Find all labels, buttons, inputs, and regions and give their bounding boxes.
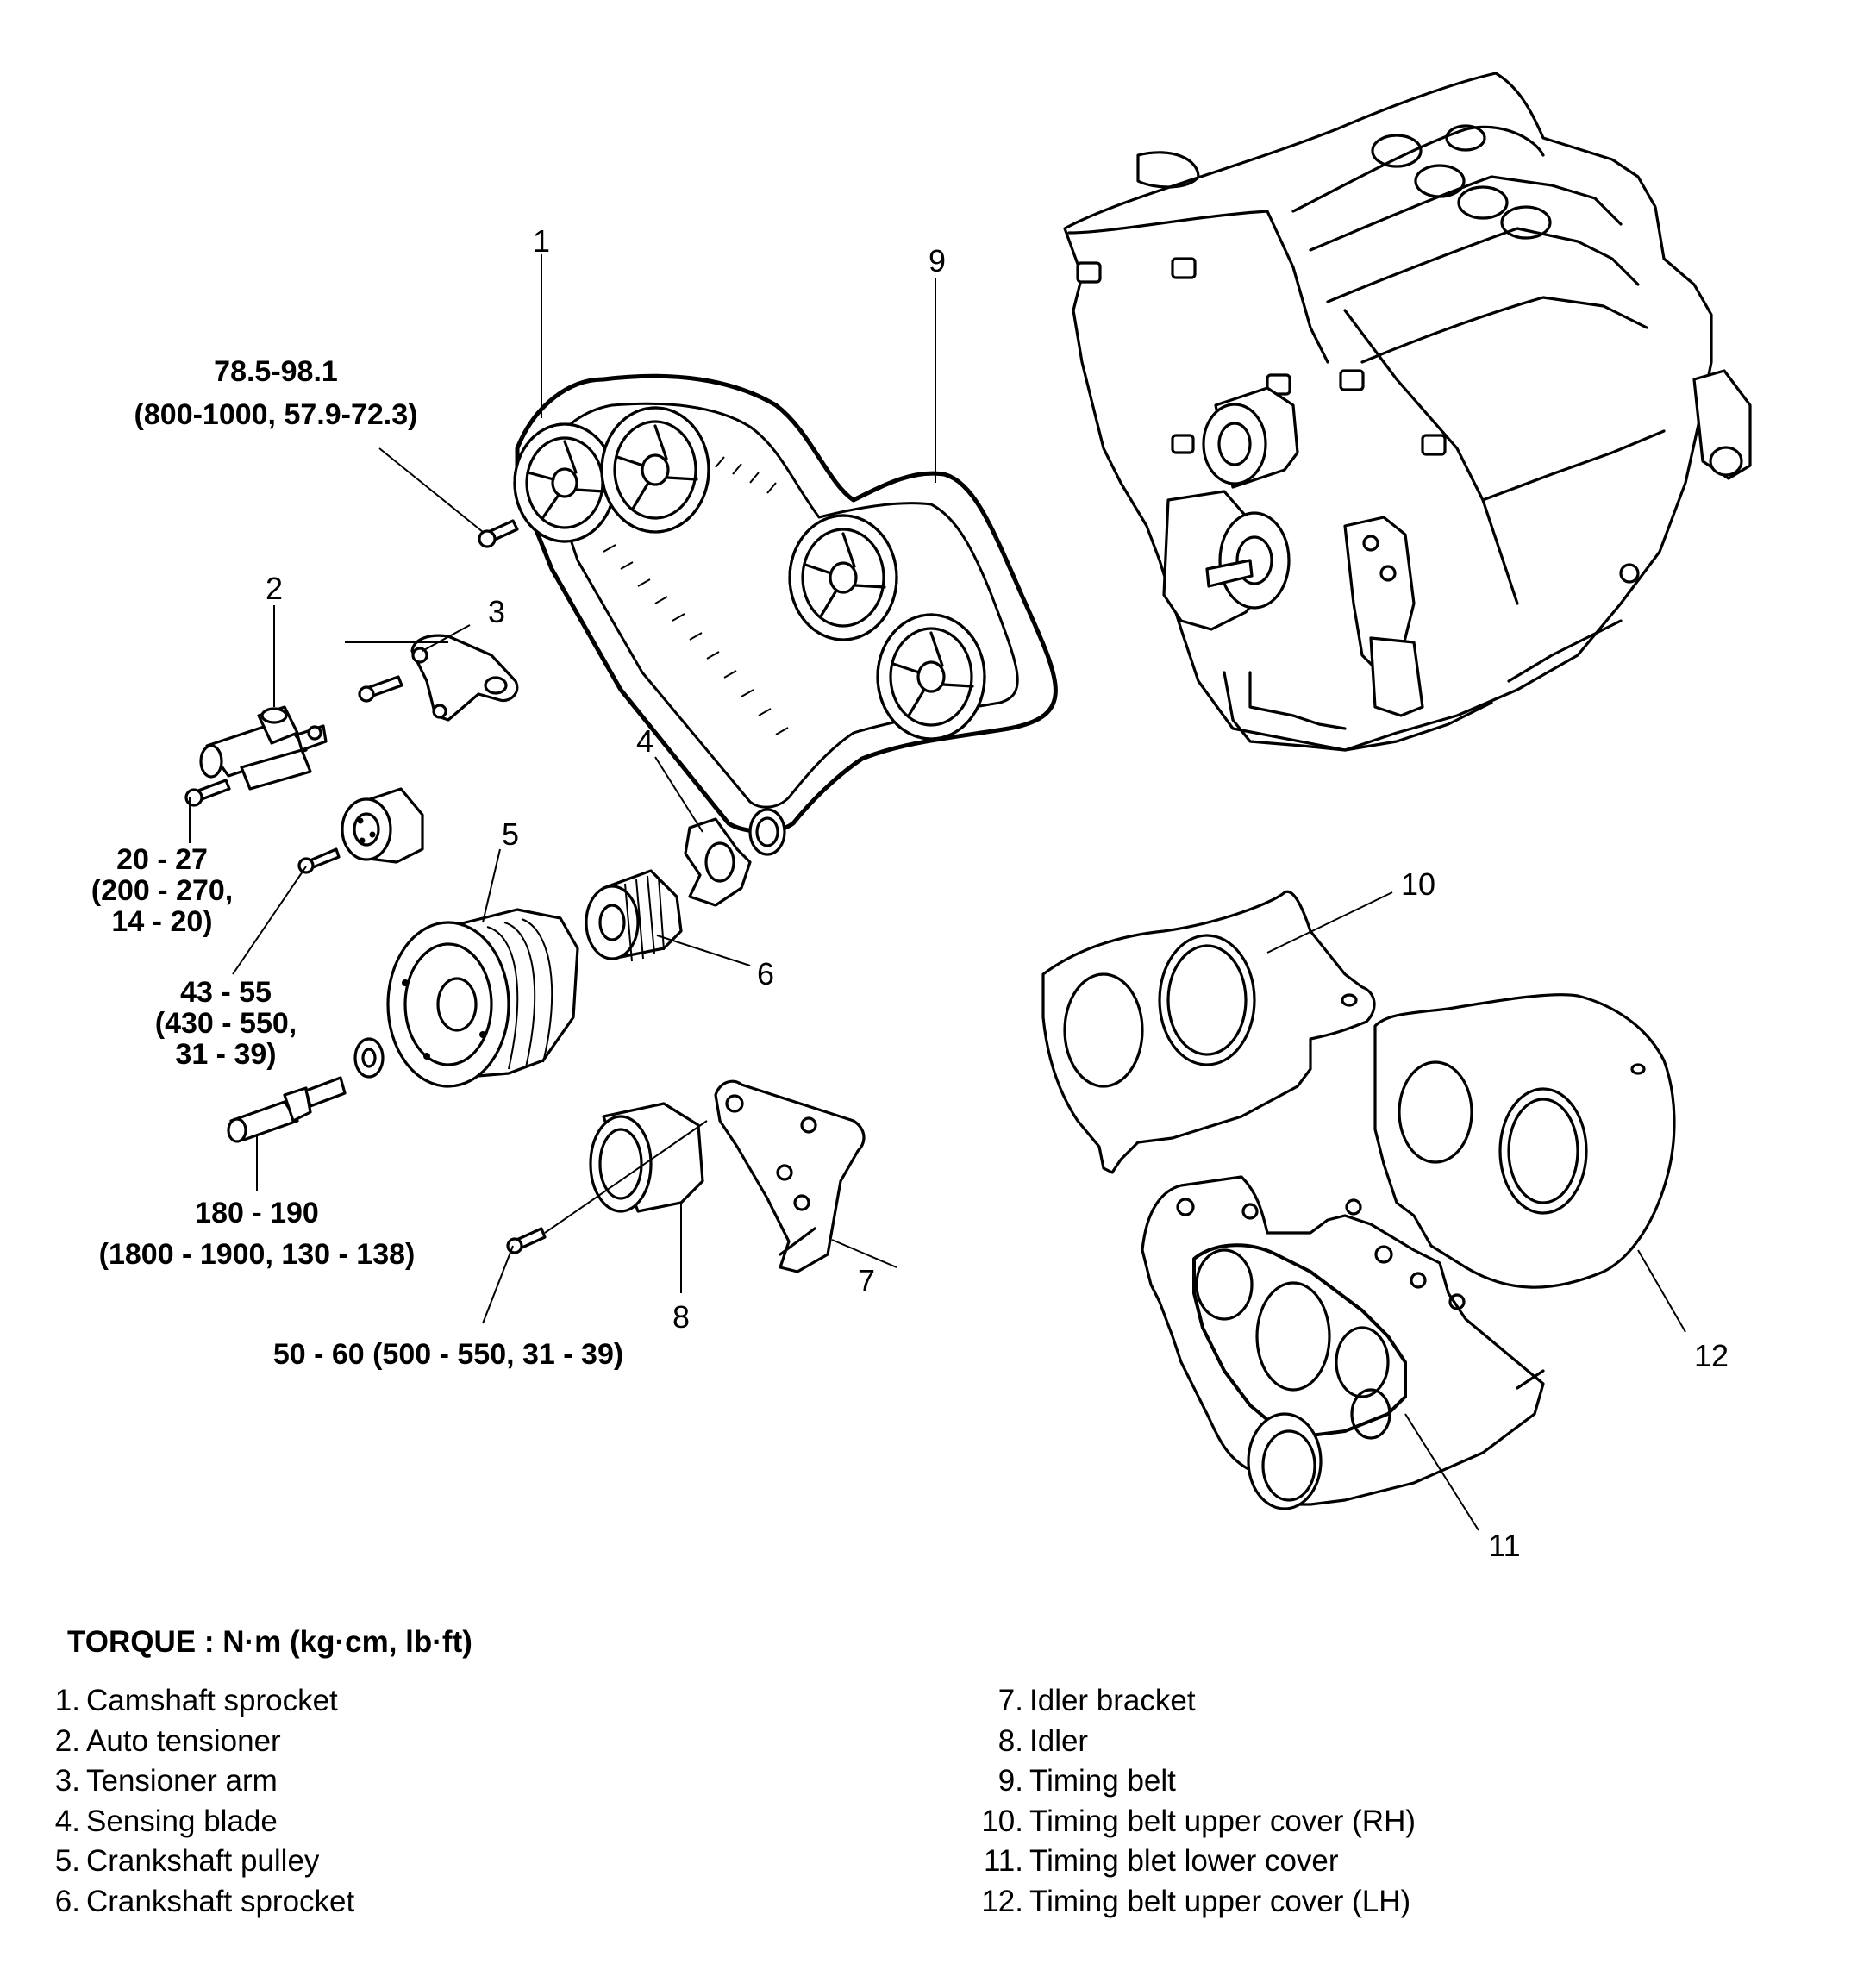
legend-item: 3.Tensioner arm	[45, 1761, 354, 1802]
legend-number: 10.	[981, 1804, 1023, 1838]
engine-block-drawing	[1063, 72, 1752, 752]
callout-7: 7	[858, 1263, 875, 1298]
sensing-blade-drawing	[684, 808, 786, 907]
torque-camshaft-line2: (800-1000, 57.9-72.3)	[134, 398, 418, 431]
callout-2: 2	[266, 571, 283, 606]
torque-tensioner-line2: (200 - 270,	[91, 874, 233, 907]
legend-item: 10.Timing belt upper cover (RH)	[970, 1802, 1416, 1842]
legend-item: 1.Camshaft sprocket	[45, 1681, 354, 1722]
legend-item: 6.Crankshaft sprocket	[45, 1882, 354, 1923]
legend-label: Crankshaft pulley	[86, 1844, 320, 1878]
leader-lines	[189, 254, 1686, 1531]
legend-item: 7.Idler bracket	[970, 1681, 1416, 1722]
camshaft-bolt	[478, 519, 519, 548]
legend-label: Crankshaft sprocket	[86, 1884, 355, 1918]
crankshaft-pulley-drawing	[386, 908, 579, 1088]
tensioner-bolts	[184, 779, 341, 874]
legend-label: Timing belt	[1029, 1764, 1176, 1798]
camshaft-sprocket-drawing	[513, 406, 986, 741]
legend-number: 12.	[981, 1884, 1023, 1918]
legend-label: Sensing blade	[86, 1804, 278, 1838]
legend-label: Timing blet lower cover	[1029, 1844, 1339, 1878]
legend-number: 8.	[997, 1723, 1023, 1758]
callout-3: 3	[488, 594, 505, 629]
torque-specs: 78.5-98.1 (800-1000, 57.9-72.3) 20 - 27 …	[91, 355, 623, 1371]
upper-cover-rh-drawing	[1041, 890, 1376, 1174]
diagram-canvas: 1 2 3 4 5 6 7 8 9 10 11 12 78.5-98.1 (80…	[91, 72, 1752, 1563]
legend-item: 2.Auto tensioner	[45, 1722, 354, 1762]
callout-12: 12	[1694, 1338, 1729, 1373]
legend-number: 6.	[54, 1884, 80, 1918]
lower-cover-drawing	[1141, 1175, 1545, 1510]
crankshaft-bolt	[227, 1076, 347, 1143]
legend-number: 1.	[54, 1684, 80, 1717]
legend-label: Timing belt upper cover (RH)	[1029, 1804, 1416, 1838]
upper-cover-lh-drawing	[1373, 993, 1676, 1289]
auto-tensioner-drawing	[199, 705, 328, 791]
legend-item: 11.Timing blet lower cover	[970, 1842, 1416, 1882]
legend-number: 3.	[54, 1764, 80, 1798]
torque-arm-line1: 43 - 55	[180, 976, 272, 1009]
legend-item: 12.Timing belt upper cover (LH)	[970, 1882, 1416, 1923]
idler-drawing	[589, 1102, 704, 1213]
callout-9: 9	[929, 243, 946, 278]
torque-idler-line1: 50 - 60 (500 - 550, 31 - 39)	[273, 1338, 623, 1371]
legend-label: Auto tensioner	[86, 1723, 281, 1758]
legend-label: Idler	[1029, 1723, 1089, 1758]
callout-8: 8	[672, 1299, 690, 1335]
crankshaft-washer	[353, 1037, 385, 1079]
callout-1: 1	[533, 223, 550, 259]
legend-label: Camshaft sprocket	[86, 1684, 338, 1717]
legend-number: 11.	[983, 1844, 1023, 1878]
torque-crank-line1: 180 - 190	[195, 1197, 319, 1229]
legend-item: 9.Timing belt	[970, 1761, 1416, 1802]
timing-belt	[515, 373, 1058, 834]
legend-number: 2.	[54, 1723, 80, 1758]
torque-tensioner-line1: 20 - 27	[116, 843, 208, 876]
legend-label: Idler bracket	[1029, 1684, 1196, 1717]
legend-item: 5.Crankshaft pulley	[45, 1842, 354, 1882]
torque-tensioner-line3: 14 - 20)	[111, 905, 212, 938]
callout-4: 4	[636, 723, 653, 759]
legend-label: Tensioner arm	[86, 1764, 278, 1798]
callout-10: 10	[1401, 866, 1435, 902]
torque-units-title: TORQUE : N·m (kg·cm, lb·ft)	[67, 1625, 472, 1659]
tensioner-arm-drawing	[358, 634, 519, 722]
callout-11: 11	[1488, 1528, 1520, 1563]
legend-right: 7.Idler bracket 8.Idler 9.Timing belt 10…	[970, 1681, 1416, 1922]
torque-arm-line3: 31 - 39)	[175, 1038, 276, 1071]
torque-camshaft-line1: 78.5-98.1	[214, 355, 338, 388]
legend-number: 5.	[54, 1844, 80, 1878]
legend-left: 1.Camshaft sprocket 2.Auto tensioner 3.T…	[45, 1681, 354, 1922]
torque-crank-line2: (1800 - 1900, 130 - 138)	[99, 1238, 416, 1271]
legend-label: Timing belt upper cover (LH)	[1029, 1884, 1411, 1918]
legend-number: 9.	[997, 1764, 1023, 1798]
callout-5: 5	[502, 816, 519, 852]
callout-6: 6	[757, 956, 774, 991]
tensioner-pulley-drawing	[341, 787, 424, 864]
crankshaft-sprocket-drawing	[585, 869, 683, 962]
callout-numbers: 1 2 3 4 5 6 7 8 9 10 11 12	[266, 223, 1729, 1563]
legend-item: 4.Sensing blade	[45, 1802, 354, 1842]
legend-number: 7.	[997, 1684, 1023, 1717]
idler-bolt	[506, 1227, 547, 1254]
legend-number: 4.	[54, 1804, 80, 1838]
legend-item: 8.Idler	[970, 1722, 1416, 1762]
idler-bracket-drawing	[714, 1079, 866, 1273]
timing-belt-exploded-diagram: 1 2 3 4 5 6 7 8 9 10 11 12 78.5-98.1 (80…	[91, 72, 1752, 1563]
torque-arm-line2: (430 - 550,	[155, 1007, 297, 1040]
